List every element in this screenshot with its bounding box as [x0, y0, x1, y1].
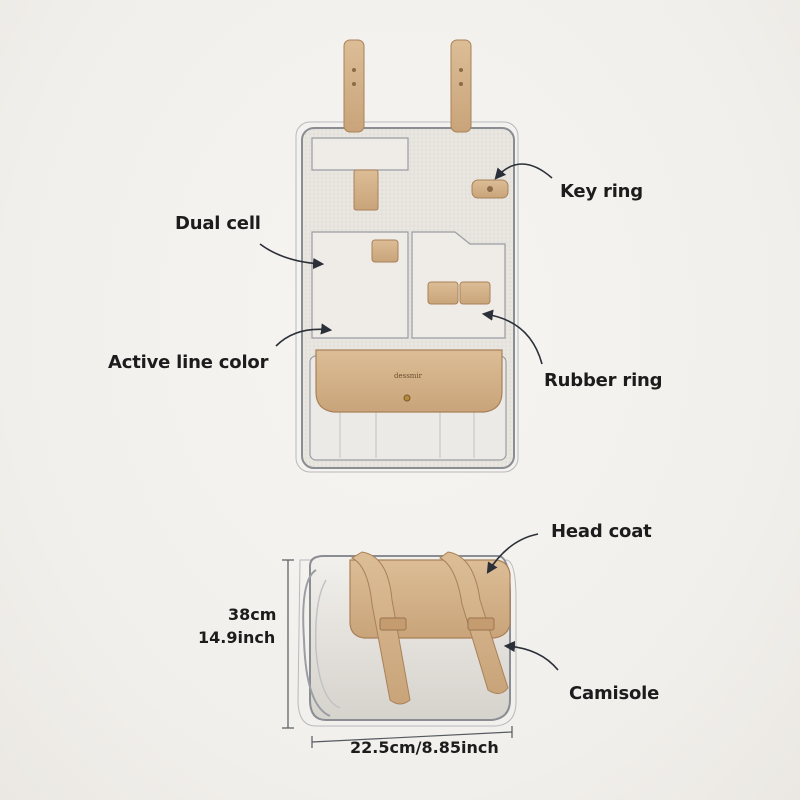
arrow-camisole	[506, 646, 558, 670]
rubber-ring-a	[428, 282, 458, 304]
upper-tab	[354, 170, 378, 210]
height-inch-label: 14.9inch	[198, 628, 275, 647]
snap-button	[404, 395, 410, 401]
label-active-line-color: Active line color	[108, 352, 268, 373]
width-label: 22.5cm/8.85inch	[350, 738, 499, 757]
label-rubber-ring: Rubber ring	[544, 370, 662, 391]
leather-loop-a	[372, 240, 398, 262]
label-dual-cell: Dual cell	[175, 213, 261, 234]
upper-flap	[312, 138, 408, 170]
front-leather-flap	[316, 350, 502, 412]
rubber-ring-b	[460, 282, 490, 304]
brand-mark: dessmir	[394, 372, 423, 380]
label-head-coat: Head coat	[551, 521, 652, 542]
open-bag: dessmir	[296, 40, 518, 472]
label-key-ring: Key ring	[560, 181, 643, 202]
height-cm-label: 38cm	[228, 605, 276, 624]
label-camisole: Camisole	[569, 683, 659, 704]
rolled-bag	[298, 552, 516, 726]
